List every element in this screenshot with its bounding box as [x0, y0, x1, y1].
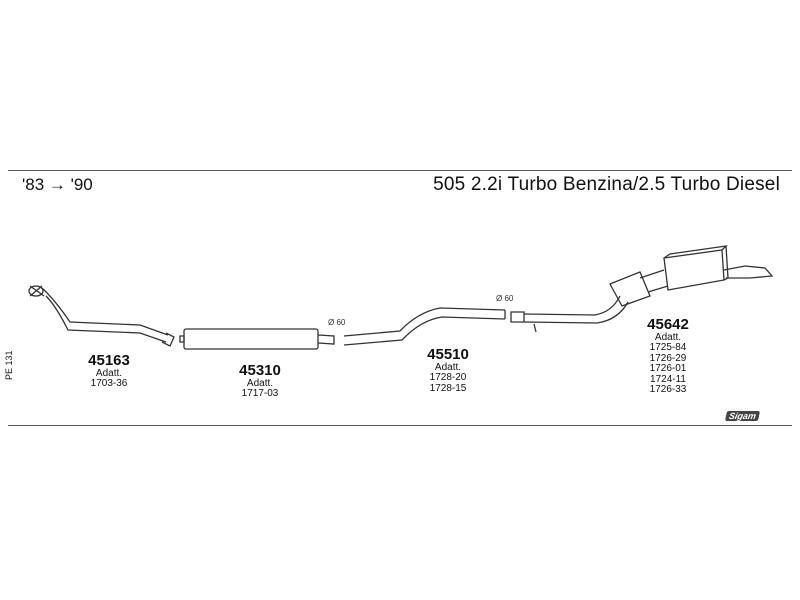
part-code: 1726-01 [649, 363, 687, 375]
part-number: 45310 [239, 362, 281, 379]
part-code: 1725-84 [649, 342, 687, 354]
middle-silencer-45310 [179, 328, 335, 350]
part-code: 1728-20 [429, 372, 467, 384]
part-code: 1703-36 [90, 378, 128, 390]
part-code: 1724-11 [650, 373, 686, 385]
part-45642: 45642 Adatt. 1725-84 1726-29 1726-01 172… [628, 317, 708, 396]
model-years: '83 → '90 [22, 175, 93, 194]
diameter-label: Ø 60 [328, 318, 346, 327]
front-pipe-45163 [28, 285, 175, 347]
adatt-label: Adatt. [95, 367, 123, 379]
part-code: 1717-03 [241, 388, 279, 400]
diagram-title: 505 2.2i Turbo Benzina/2.5 Turbo Diesel [433, 174, 780, 195]
diagram-frame [8, 170, 792, 426]
part-code: 1726-29 [649, 352, 687, 364]
part-number: 45510 [427, 346, 469, 363]
part-code: 1728-15 [429, 382, 467, 394]
part-number: 45642 [647, 316, 689, 333]
part-code: 1726-33 [649, 384, 687, 396]
part-45310: 45310 Adatt. 1717-03 [225, 363, 295, 400]
rear-silencer-45642 [510, 245, 774, 333]
adatt-label: Adatt. [654, 331, 682, 343]
diameter-label: Ø 60 [496, 294, 514, 303]
adatt-label: Adatt. [434, 361, 462, 373]
brand-logo: Sigam [724, 411, 761, 421]
part-number: 45163 [88, 352, 130, 369]
adatt-label: Adatt. [246, 377, 274, 389]
intermediate-pipe-45510 [343, 307, 506, 346]
part-45510: 45510 Adatt. 1728-20 1728-15 [413, 347, 483, 394]
part-45163: 45163 Adatt. 1703-36 [74, 353, 144, 390]
